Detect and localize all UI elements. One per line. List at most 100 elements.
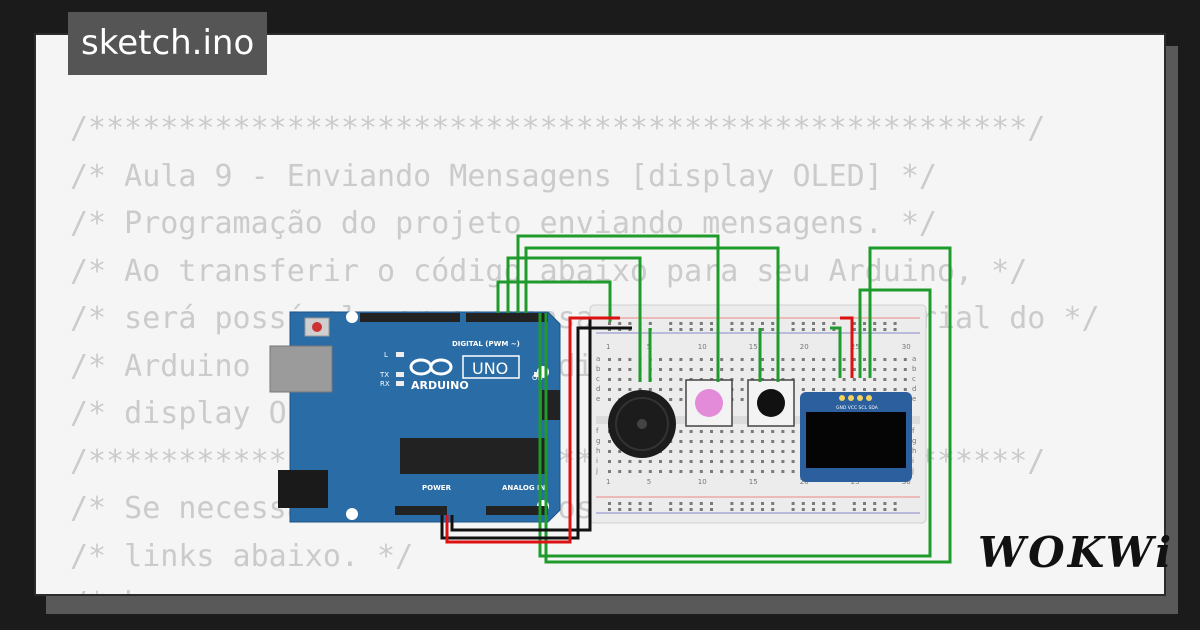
breadboard-hole xyxy=(628,368,632,371)
breadboard-hole xyxy=(618,460,622,463)
breadboard-hole xyxy=(669,450,673,453)
breadboard-hole xyxy=(781,368,785,371)
oled-pin-labels: GND VCC SCL SDA xyxy=(836,405,879,411)
breadboard-rail-hole xyxy=(689,508,693,511)
breadboard-hole xyxy=(730,440,734,443)
breadboard-column-number: 15 xyxy=(749,343,758,351)
breadboard-rail-hole xyxy=(873,508,877,511)
breadboard-rail-hole xyxy=(608,508,611,511)
arduino-uno-board[interactable]: L TX RX ON DIGITAL (PWM ~) ANALOG IN POW… xyxy=(269,311,561,523)
breadboard-row-letter: d xyxy=(912,385,916,393)
breadboard-rail-hole xyxy=(730,502,734,505)
breadboard-rail-hole xyxy=(679,502,683,505)
breadboard-hole xyxy=(689,460,693,463)
breadboard-hole xyxy=(791,460,795,463)
breadboard-rail-hole xyxy=(852,502,856,505)
oled-display[interactable]: GND VCC SCL SDA xyxy=(800,392,912,482)
breadboard-hole xyxy=(628,358,632,361)
breadboard-rail-hole xyxy=(852,322,856,325)
breadboard-hole xyxy=(812,378,815,381)
breadboard-hole xyxy=(679,450,683,453)
breadboard-hole xyxy=(679,440,683,443)
breadboard-rail-hole xyxy=(883,322,887,325)
breadboard-hole xyxy=(791,450,795,453)
breadboard-rail-hole xyxy=(689,502,693,505)
breadboard-hole xyxy=(791,430,795,433)
usb-port xyxy=(269,345,333,393)
black-push-button[interactable] xyxy=(747,379,795,427)
breadboard-rail-hole xyxy=(699,502,703,505)
digital-header-1 xyxy=(360,313,460,322)
breadboard-rail-hole xyxy=(812,322,815,325)
breadboard-row-letter: c xyxy=(912,375,916,383)
breadboard-hole xyxy=(883,358,887,361)
buzzer[interactable] xyxy=(608,390,676,458)
breadboard-row-letter: b xyxy=(596,365,601,373)
breadboard-hole xyxy=(791,470,795,473)
breadboard-rail-hole xyxy=(710,502,713,505)
breadboard-hole xyxy=(659,378,662,381)
breadboard-hole xyxy=(679,470,683,473)
breadboard-hole xyxy=(812,368,815,371)
breadboard-rail-hole xyxy=(863,328,866,331)
microcontroller-chip xyxy=(400,438,546,474)
breadboard-rail-hole xyxy=(893,322,897,325)
breadboard-row-letter: a xyxy=(912,355,916,363)
breadboard-hole xyxy=(771,358,775,361)
breadboard-hole xyxy=(730,470,734,473)
breadboard-hole xyxy=(720,460,724,463)
breadboard-row-letter: g xyxy=(912,437,916,445)
breadboard-hole xyxy=(659,460,662,463)
breadboard-rail-hole xyxy=(710,322,713,325)
breadboard-rail-hole xyxy=(761,502,764,505)
breadboard-hole xyxy=(812,388,815,391)
breadboard-hole xyxy=(801,358,805,361)
breadboard-hole xyxy=(771,368,775,371)
breadboard-rail-hole xyxy=(608,502,611,505)
breadboard-rail-hole xyxy=(822,508,826,511)
breadboard-rail-hole xyxy=(730,508,734,511)
breadboard-rail-hole xyxy=(618,322,622,325)
breadboard-rail-hole xyxy=(883,328,887,331)
breadboard-hole xyxy=(781,358,785,361)
file-tab[interactable]: sketch.ino xyxy=(68,12,268,75)
breadboard-hole xyxy=(822,388,826,391)
breadboard-rail-hole xyxy=(638,508,642,511)
breadboard-hole xyxy=(812,358,815,361)
breadboard-column-number: 30 xyxy=(902,478,911,486)
arduino-infinity-logo xyxy=(409,358,453,376)
breadboard-hole xyxy=(740,450,744,453)
breadboard-hole xyxy=(710,440,713,443)
breadboard-hole xyxy=(761,358,764,361)
breadboard-hole xyxy=(750,430,754,433)
breadboard-column-number: 15 xyxy=(749,478,758,486)
breadboard-rail-hole xyxy=(740,502,744,505)
pink-push-button[interactable] xyxy=(685,379,733,427)
breadboard-hole xyxy=(863,378,866,381)
breadboard-hole xyxy=(608,358,611,361)
breadboard-hole xyxy=(740,430,744,433)
breadboard-row-letter: b xyxy=(912,365,917,373)
breadboard-column-number: 20 xyxy=(800,478,809,486)
breadboard-rail-hole xyxy=(750,502,754,505)
breadboard-row-letter: j xyxy=(911,467,914,475)
breadboard-hole xyxy=(883,388,887,391)
breadboard-hole xyxy=(801,388,805,391)
breadboard-hole xyxy=(781,430,785,433)
breadboard-hole xyxy=(730,450,734,453)
breadboard-hole xyxy=(659,470,662,473)
breadboard-rail-hole xyxy=(730,328,734,331)
breadboard-row-letter: j xyxy=(595,467,598,475)
breadboard-hole xyxy=(618,450,622,453)
breadboard-rail-hole xyxy=(689,328,693,331)
breadboard-hole xyxy=(822,368,826,371)
breadboard-hole xyxy=(608,398,611,401)
breadboard-rail-hole xyxy=(771,502,775,505)
breadboard-hole xyxy=(689,358,693,361)
breadboard-hole xyxy=(903,388,907,391)
breadboard-hole xyxy=(608,460,611,463)
breadboard-hole xyxy=(608,368,611,371)
breadboard-hole xyxy=(669,368,673,371)
breadboard-rail-hole xyxy=(893,328,897,331)
